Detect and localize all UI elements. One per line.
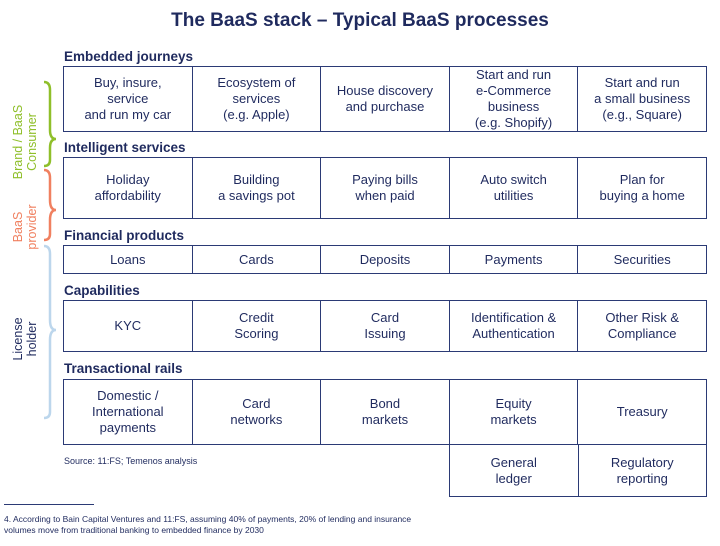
table-cell: Building a savings pot [191, 158, 321, 218]
table-cell: Credit Scoring [191, 301, 321, 351]
license-label: License holder [11, 317, 39, 361]
provider-brace [43, 168, 57, 242]
table-cell: Auto switch utilities [448, 158, 578, 218]
table-cell: Domestic / International payments [92, 388, 164, 435]
table-cell: Bond markets [320, 380, 449, 444]
intelligent-row: Holiday affordability Building a savings… [63, 157, 707, 219]
table-cell: Start and run a small business (e.g., Sq… [577, 67, 706, 131]
table-cell: General ledger [490, 454, 537, 486]
table-cell: Equity markets [448, 380, 578, 444]
financial-row: Loans Cards Deposits Payments Securities [63, 245, 707, 274]
source-note: Source: 11:FS; Temenos analysis [64, 456, 198, 466]
table-cell: Deposits [320, 246, 449, 273]
brace-graphic [43, 80, 57, 420]
section-title-rails: Transactional rails [64, 361, 183, 376]
table-cell: Ecosystem of services (e.g. Apple) [191, 67, 321, 131]
table-cell: Treasury [577, 380, 706, 444]
table-cell: Securities [577, 246, 706, 273]
table-cell: Identification & Authentication [448, 301, 578, 351]
rails-row: Domestic / International payments Card n… [63, 379, 707, 445]
consumer-brace [43, 80, 57, 168]
rails-extra-row: General ledger Regulatory reporting [449, 445, 707, 497]
table-cell: Other Risk & Compliance [577, 301, 706, 351]
section-title-intelligent: Intelligent services [64, 140, 186, 155]
table-cell: Holiday affordability [94, 172, 161, 203]
table-cell: Regulatory reporting [577, 445, 707, 496]
table-cell: Loans [110, 251, 146, 267]
table-cell: Card networks [191, 380, 321, 444]
embedded-row: Buy, insure, service and run my car Ecos… [63, 66, 707, 132]
table-cell: KYC [114, 318, 142, 333]
table-cell: Plan for buying a home [577, 158, 706, 218]
table-cell: Start and run e-Commerce business (e.g. … [448, 67, 578, 131]
provider-label: BaaS provider [11, 204, 39, 250]
section-title-embedded: Embedded journeys [64, 49, 194, 64]
license-brace [43, 244, 57, 420]
table-cell: Payments [448, 246, 578, 273]
table-cell: Buy, insure, service and run my car [84, 75, 172, 122]
section-title-capabilities: Capabilities [64, 283, 140, 298]
page-title: The BaaS stack – Typical BaaS processes [171, 10, 549, 31]
table-cell: Cards [191, 246, 321, 273]
consumer-label: Brand / BaaS Consumer [11, 104, 39, 180]
table-cell: Paying bills when paid [320, 158, 449, 218]
footnote: 4. According to Bain Capital Ventures an… [4, 514, 412, 535]
table-cell: Card Issuing [320, 301, 449, 351]
table-cell: House discovery and purchase [320, 67, 449, 131]
footnote-divider [4, 504, 94, 505]
section-title-financial: Financial products [64, 228, 185, 243]
capabilities-row: KYC Credit Scoring Card Issuing Identifi… [63, 300, 707, 352]
